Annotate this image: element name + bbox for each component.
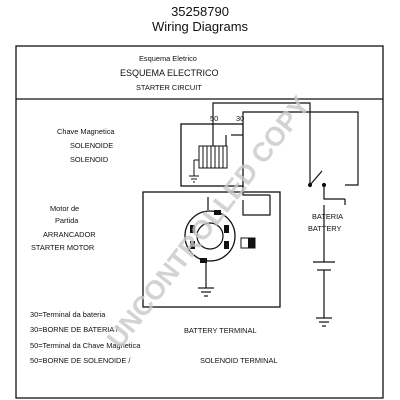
- motor-label-es: ARRANCADOR: [43, 230, 96, 239]
- solenoid-label-pt: Chave Magnetica: [57, 127, 115, 136]
- motor-label-pt-1: Motor de: [50, 204, 79, 213]
- key-switch: [307, 170, 345, 200]
- motor-box: [142, 191, 281, 308]
- legend-line-2-right: BATTERY TERMINAL: [184, 326, 257, 335]
- solenoid-box: [180, 123, 244, 187]
- coil-ground-symbol: [189, 159, 199, 183]
- battery-symbol: [313, 205, 335, 327]
- solenoid-label-es: SOLENOIDE: [70, 141, 113, 150]
- part-number: 35258790: [171, 4, 229, 19]
- legend-line-4-right: SOLENOID TERMINAL: [200, 356, 277, 365]
- page-title: Wiring Diagrams: [151, 19, 249, 34]
- terminal-30-label: 30: [236, 114, 244, 123]
- legend-line-4: 50=BORNE DE SOLENOIDE /: [30, 356, 131, 365]
- watermark: UNCONTROLLED COPY: [101, 91, 316, 354]
- motor-label-pt-2: Partida: [55, 216, 79, 225]
- box-title-pt: Esquema Eletrico: [139, 54, 197, 63]
- motor-label-en: STARTER MOTOR: [31, 243, 94, 252]
- battery-label-en: BATTERY: [308, 224, 341, 233]
- battery-label-es: BATERIA: [312, 212, 343, 221]
- motor-wiring: [207, 186, 271, 216]
- solenoid-contacts: [212, 134, 243, 146]
- motor-ground-symbol: [198, 263, 214, 297]
- legend-line-2: 30=BORNE DE BATERIA /: [30, 325, 119, 334]
- legend-line-1: 30=Terminal da bateria: [30, 310, 106, 319]
- legend-line-3: 50=Terminal da Chave Magnetica: [30, 341, 141, 350]
- box-title-es: ESQUEMA ELECTRICO: [120, 68, 219, 78]
- solenoid-coil: [198, 145, 228, 169]
- box-title-en: STARTER CIRCUIT: [136, 83, 202, 92]
- diagram-frame: [15, 45, 384, 399]
- solenoid-label-en: SOLENOID: [70, 155, 108, 164]
- wire-terminal-30: [242, 111, 359, 186]
- starter-motor-symbol: [184, 210, 256, 263]
- terminal-50-label: 50: [210, 114, 218, 123]
- wire-terminal-50: [212, 102, 311, 185]
